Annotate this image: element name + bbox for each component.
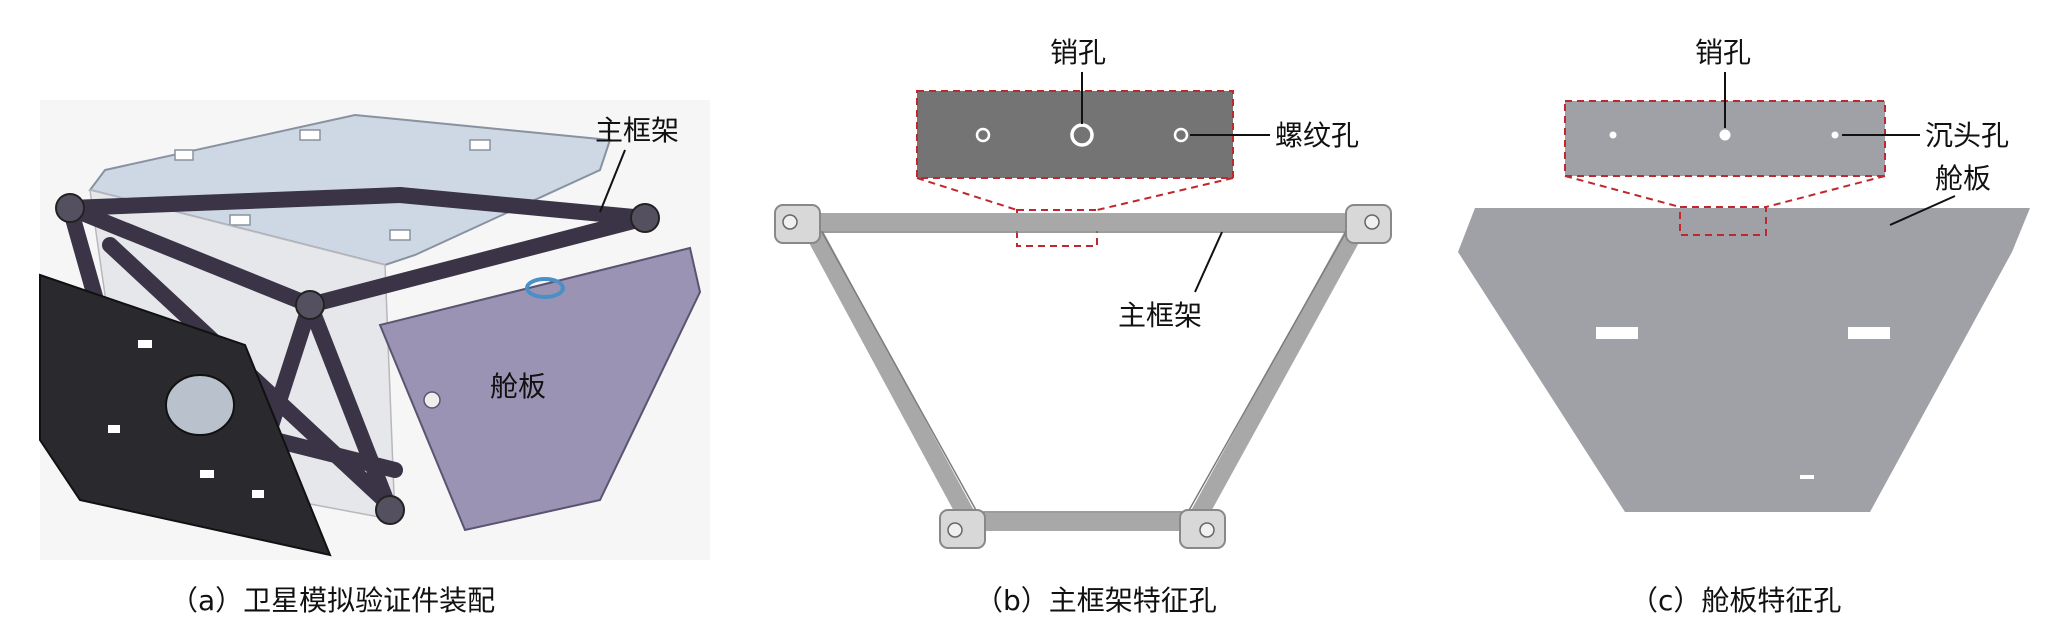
purple-cabin-panel — [378, 246, 702, 532]
main-frame-inner-edge — [820, 231, 1348, 513]
pin-hole-c — [1719, 129, 1731, 141]
label-pin-hole-b: 销孔 — [1050, 36, 1106, 69]
black-panel-hole — [165, 374, 235, 436]
thread-hole-left — [975, 127, 991, 143]
label-main-frame-a: 主框架 — [595, 114, 679, 147]
callout-lines-b — [916, 177, 1234, 247]
callout-lines-c — [1564, 175, 1886, 208]
countersunk-hole-left — [1609, 131, 1617, 139]
leader-main-frame-b — [1194, 231, 1223, 293]
label-cabin-panel-c: 舱板 — [1935, 162, 1991, 195]
panel-c: 销孔 沉头孔 舱板 （c）舱板特征孔 — [1458, 36, 2030, 617]
cabin-plate-slots — [1596, 327, 1890, 479]
main-frame-outline — [799, 213, 1369, 531]
purple-panel-hole — [423, 391, 441, 409]
thread-hole-right — [1173, 127, 1189, 143]
panel-a: 主框架 舱板 （a）卫星模拟验证件装配 — [39, 100, 710, 617]
zoom-source-box-c — [1679, 206, 1767, 236]
leader-main-frame-a — [599, 149, 626, 213]
blue-ring — [525, 277, 565, 299]
label-pin-hole-c: 销孔 — [1695, 36, 1751, 69]
label-cabin-panel-a: 舱板 — [490, 370, 546, 403]
frame-corner-brackets — [774, 204, 1392, 549]
label-main-frame-b: 主框架 — [1118, 299, 1202, 332]
black-panel-slots — [108, 340, 264, 498]
caption-b: （b）主框架特征孔 — [975, 584, 1217, 617]
caption-c: （c）舱板特征孔 — [1630, 584, 1841, 617]
zoom-box-b — [916, 90, 1234, 179]
bracket-bolts — [782, 214, 1380, 538]
leader-cabin-panel-c — [1889, 195, 1956, 226]
countersunk-hole-right — [1831, 131, 1839, 139]
pin-hole-b — [1070, 123, 1094, 147]
top-plate-slots — [174, 129, 491, 241]
panel-b: 销孔 螺纹孔 主框架 （b）主框架特征孔 — [774, 36, 1392, 617]
frame-joints — [55, 193, 660, 525]
caption-a: （a）卫星模拟验证件装配 — [170, 584, 495, 617]
label-thread-hole: 螺纹孔 — [1275, 119, 1359, 152]
cabin-plate — [1458, 208, 2030, 512]
label-countersunk-hole: 沉头孔 — [1925, 119, 2009, 152]
